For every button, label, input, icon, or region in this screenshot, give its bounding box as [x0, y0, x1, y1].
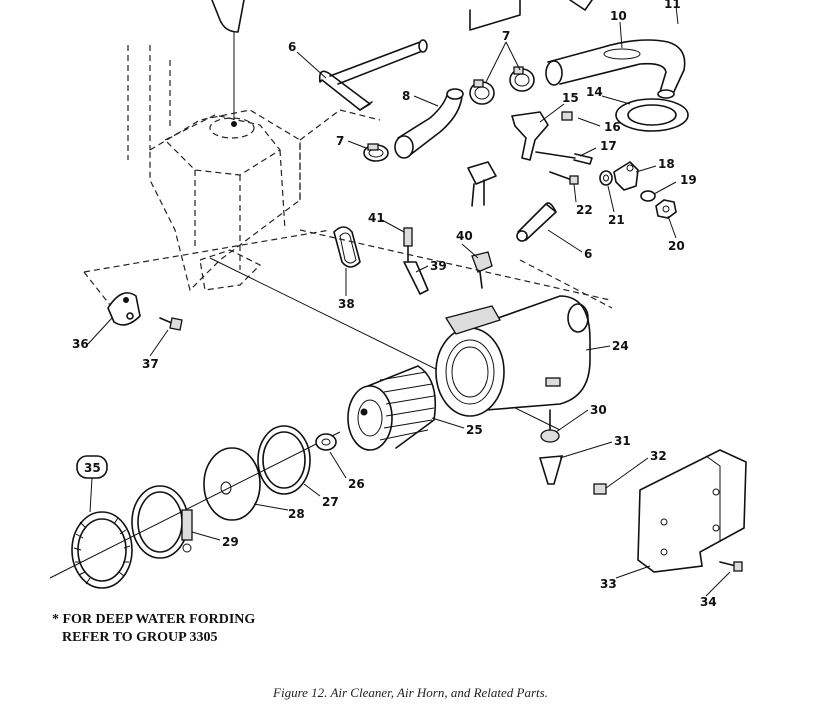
hose-clamp-35: [71, 511, 133, 589]
callout-33: 33: [600, 577, 617, 591]
hose-fitting: [467, 161, 497, 207]
gasket-14: [615, 98, 689, 132]
callout-41: 41: [368, 211, 385, 225]
callout-18: 18: [658, 157, 675, 171]
assembly-alignment-lines: [49, 229, 613, 579]
elbow-40: [471, 251, 493, 289]
engine-mount-phantom: [127, 45, 381, 292]
clip-18: [613, 161, 639, 191]
callout-30: 30: [590, 403, 607, 417]
bolt-22: [549, 171, 579, 185]
callout-labels: 6 7 7 8 10 11 14 15 16 17 18 19 20 21 22…: [72, 0, 717, 609]
figure-caption: Figure 12. Air Cleaner, Air Horn, and Re…: [273, 685, 548, 700]
callout-28: 28: [288, 507, 305, 521]
callout-15: 15: [562, 91, 579, 105]
callout-37: 37: [142, 357, 159, 371]
callout-35: 35: [84, 461, 101, 475]
leader-lines: [87, 5, 731, 597]
callout-27: 27: [322, 495, 339, 509]
washer-19: [640, 190, 656, 202]
bolt-34: [719, 561, 743, 572]
elbow-hose-8: [394, 88, 464, 159]
callout-17: 17: [600, 139, 617, 153]
callout-10: 10: [610, 9, 627, 23]
callout-40: 40: [456, 229, 473, 243]
cover-28: [203, 447, 261, 521]
callout-35-circle: [76, 455, 108, 479]
hose-6-lower: [516, 202, 557, 242]
upper-intake-pipe: [211, 0, 593, 127]
retainer-38: [333, 226, 361, 268]
filter-element-25: [347, 365, 437, 451]
callout-6-upper: 6: [288, 40, 296, 54]
nut-20: [655, 199, 677, 219]
band-clamp-29: [131, 485, 193, 559]
callout-19: 19: [680, 173, 697, 187]
callout-16: 16: [604, 120, 621, 134]
callout-8: 8: [402, 89, 410, 103]
fitting-41: [403, 227, 413, 263]
callout-11: 11: [664, 0, 681, 11]
callout-21: 21: [608, 213, 625, 227]
callout-7-left: 7: [336, 134, 344, 148]
note-line-2: REFER TO GROUP 3305: [62, 630, 218, 645]
callout-34: 34: [700, 595, 717, 609]
callout-6-lower: 6: [584, 247, 592, 261]
callout-22: 22: [576, 203, 593, 217]
washer-21: [599, 170, 613, 186]
bracket-15-16-17: [511, 111, 593, 165]
callout-36: 36: [72, 337, 89, 351]
air-horn-10: [545, 39, 686, 99]
note-line-1: * FOR DEEP WATER FORDING: [52, 612, 256, 627]
hose-6-upper: [318, 39, 428, 111]
callout-39: 39: [430, 259, 447, 273]
dust-valve-31: [538, 455, 564, 485]
mounting-plate-33: [637, 449, 747, 573]
clamp-7-left: [363, 143, 389, 162]
callout-31: 31: [614, 434, 631, 448]
bolt-37: [159, 317, 183, 331]
clamp-7-pair: [469, 66, 535, 105]
callout-38: 38: [338, 297, 355, 311]
callout-24: 24: [612, 339, 629, 353]
callout-29: 29: [222, 535, 239, 549]
air-cleaner-housing-24: [435, 295, 591, 417]
fitting-32: [593, 483, 607, 495]
gasket-27: [257, 425, 311, 495]
callout-32: 32: [650, 449, 667, 463]
callout-14: 14: [586, 85, 603, 99]
callout-7-pair: 7: [502, 29, 510, 43]
valve-30: [540, 409, 560, 443]
wing-nut-26: [315, 433, 337, 451]
deep-water-fording-note: * FOR DEEP WATER FORDING REFER TO GROUP …: [52, 611, 255, 647]
tube-39: [403, 261, 429, 295]
callout-26: 26: [348, 477, 365, 491]
mount-bracket-36: [107, 292, 141, 326]
callout-20: 20: [668, 239, 685, 253]
callout-25: 25: [466, 423, 483, 437]
